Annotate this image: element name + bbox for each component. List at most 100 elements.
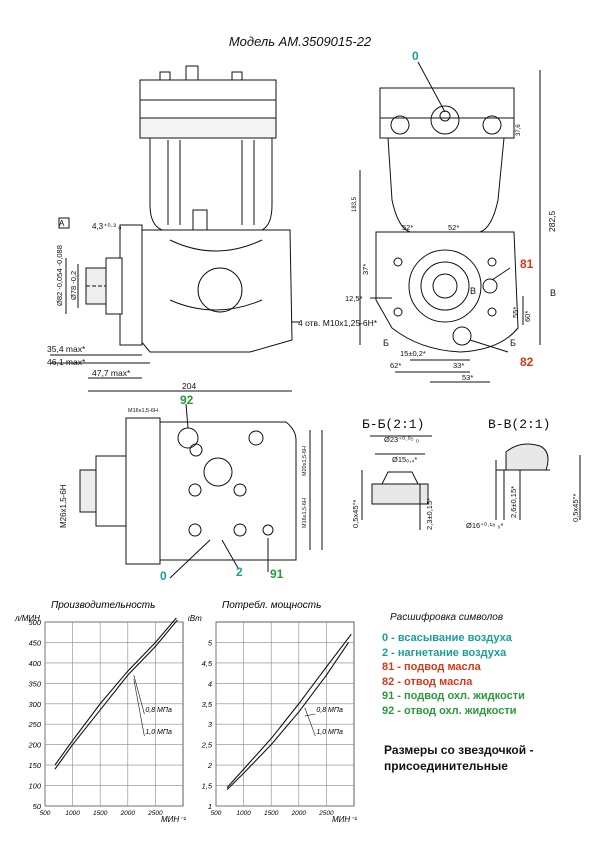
y-tick-label: 2,5 <box>201 741 213 750</box>
y-tick-label: 3 <box>208 720 213 729</box>
y-tick-label: 1 <box>208 802 212 811</box>
port-label-91: 91 <box>270 567 284 581</box>
y-tick-label: 300 <box>28 700 41 709</box>
dim-side-33: 33* <box>453 361 464 370</box>
dim-side-h3: 37,6 <box>516 124 522 136</box>
section-vv-title: В-В(2:1) <box>488 417 550 432</box>
dim-front-3: Ø78 -0,2 <box>69 271 78 300</box>
series-leader <box>133 679 145 737</box>
section-vv-d3: 0,5х45°* <box>571 493 580 522</box>
dim-side-37: 37* <box>361 264 370 275</box>
section-vv <box>495 443 581 520</box>
dim-side-60: 60* <box>523 311 532 322</box>
label-b-1: Б <box>383 338 389 348</box>
y-tick-label: 100 <box>28 782 41 791</box>
dim-front-2: Ø82 -0,054 -0,088 <box>55 245 64 306</box>
bottom-body <box>159 421 297 561</box>
asterisk-note: Размеры со звездочкой - присоединительны… <box>384 742 594 774</box>
dim-front-8: 4 отв. М10х1,25-6Н* <box>298 318 378 328</box>
legend-item: 82 - отвод масла <box>382 675 473 688</box>
thread-m16-top: М16х1,5-6Н <box>128 408 158 414</box>
section-vv-d1: 2,6±0,15* <box>509 486 518 518</box>
x-tick-label: 2000 <box>120 810 136 817</box>
x-tick-label: 500 <box>211 810 222 817</box>
series-label: 1,0 МПа <box>145 729 172 736</box>
legend-item: 0 - всасывание воздуха <box>382 632 512 644</box>
y-tick-label: 4,5 <box>202 659 213 668</box>
note-line-1: Размеры со звездочкой - <box>384 743 534 757</box>
y-tick-label: 5 <box>208 638 213 647</box>
chart-frame <box>44 621 184 807</box>
port-2-hole <box>203 457 233 487</box>
dim-side-15: 15±0,2* <box>400 349 426 358</box>
dim-front-1: 4,3⁺⁰·³ ₀ <box>92 222 121 231</box>
callout-a: А <box>59 219 65 228</box>
section-bb-d4: 2,3±0,15* <box>425 498 434 530</box>
series-label: 1,0 МПа <box>316 729 343 736</box>
chart-title: Производительность <box>51 600 155 611</box>
y-tick-label: 250 <box>27 720 41 729</box>
thread-m26: М26х1,5-6Н <box>59 484 68 528</box>
note-line-2: присоединительные <box>384 759 508 773</box>
label-v-1: В <box>550 288 556 298</box>
y-tick-label: 400 <box>28 659 41 668</box>
port-label-92: 92 <box>180 393 194 407</box>
port-label-0-bottom: 0 <box>160 569 167 583</box>
legend-item: 91 - подвод охл. жидкости <box>382 690 525 703</box>
side-block <box>387 137 505 233</box>
front-view <box>50 65 300 392</box>
dim-side-62: 62* <box>390 361 401 370</box>
series-leader <box>304 707 316 737</box>
side-head <box>379 87 515 139</box>
x-tick-label: 1500 <box>93 810 108 817</box>
series-line <box>54 619 178 770</box>
legend-title: Расшифровка символов <box>390 612 504 623</box>
thread-m16-side: М16х1,5-6Н <box>302 498 308 528</box>
section-bb <box>361 435 432 530</box>
dim-front-6: 47,7 max* <box>92 368 131 378</box>
x-tick-label: 2000 <box>291 810 307 817</box>
y-tick-label: 2 <box>207 761 213 770</box>
chart-title: Потребл. мощность <box>222 599 321 611</box>
drawing-title: Модель АМ.3509015-22 <box>228 34 372 49</box>
crankcase <box>139 229 293 353</box>
shaft-boss <box>408 249 482 323</box>
y-tick-label: 200 <box>27 741 41 750</box>
thread-m20: М20х1,5-6Н <box>302 446 308 476</box>
y-tick-label: 500 <box>28 618 41 627</box>
dim-side-h1: 282,5 <box>547 210 557 232</box>
chart-ylabel: кВт <box>188 614 202 623</box>
series-line <box>226 642 349 791</box>
dim-side-12: 12,5* <box>345 294 363 303</box>
series-line <box>54 617 177 766</box>
section-bb-d2: Ø15₀,₄* <box>392 455 417 464</box>
series-label: 0,8 МПа <box>145 707 172 714</box>
x-tick-label: 2500 <box>318 810 334 817</box>
side-crankcase <box>375 231 519 353</box>
y-tick-label: 50 <box>33 802 42 811</box>
flange <box>119 224 143 346</box>
x-tick-label: 500 <box>40 810 51 817</box>
port-label-81: 81 <box>520 257 534 271</box>
x-tick-label: 1500 <box>264 810 279 817</box>
y-tick-label: 150 <box>28 761 41 770</box>
dim-side-53: 53* <box>462 373 473 382</box>
side-view <box>359 61 541 383</box>
chart-power: Потребл. мощностькВтМИН⁻¹11,522,533,544,… <box>188 599 357 824</box>
port-label-0-side: 0 <box>412 49 419 63</box>
chart-xlabel: МИН⁻¹ <box>161 815 186 824</box>
port-81-hole <box>482 278 498 294</box>
section-bb-title: Б-Б(2:1) <box>362 417 424 432</box>
dim-front-5: 46,1 max* <box>47 357 86 367</box>
legend-item: 2 - нагнетание воздуха <box>382 646 507 659</box>
x-tick-label: 2500 <box>147 810 163 817</box>
port-82-hole <box>452 326 472 346</box>
y-tick-label: 4 <box>208 679 212 688</box>
dim-front-4: 35,4 max* <box>47 344 86 354</box>
label-v-2: В <box>470 286 476 296</box>
series-line <box>226 633 352 788</box>
dim-side-52a: 52* <box>402 223 413 232</box>
x-tick-label: 1000 <box>65 810 80 817</box>
symbol-legend: Расшифровка символов 0 - всасывание возд… <box>382 612 592 719</box>
